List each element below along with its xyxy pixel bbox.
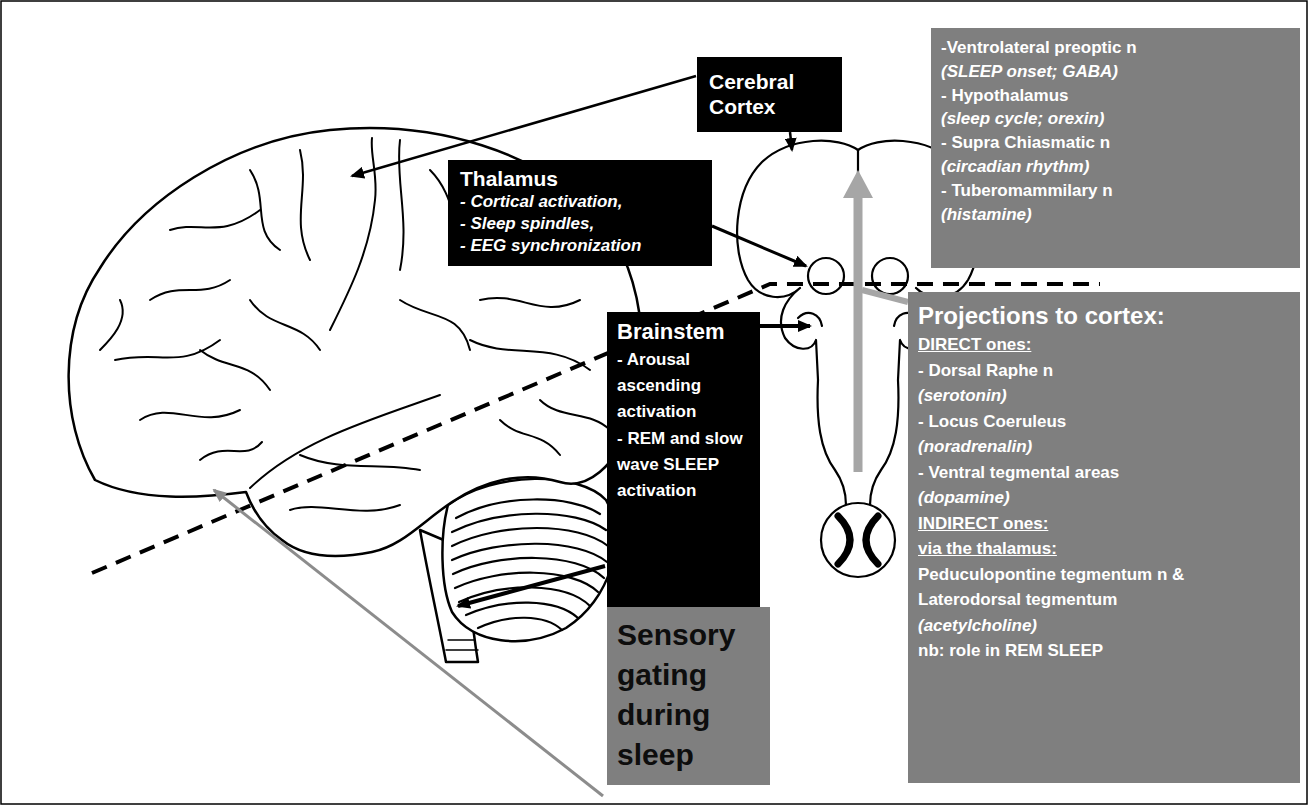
box-text: (dopamine)	[918, 485, 1290, 511]
box-text: (noradrenalin)	[918, 434, 1290, 460]
note-box: Sensory gating during sleep	[607, 607, 770, 785]
box-text: Peduculopontine tegmentum n & Laterodors…	[918, 562, 1290, 613]
box-text: - Locus Coeruleus	[918, 409, 1290, 435]
nuclei-box: -Ventrolateral preoptic n(SLEEP onset; G…	[931, 28, 1300, 268]
box-heading: Brainstem	[617, 318, 752, 347]
leader-arrow	[214, 490, 603, 796]
projection-arrowhead	[843, 170, 873, 198]
region-box: Brainstem- Arousal ascending activation-…	[607, 312, 760, 607]
box-text: via the thalamus:	[918, 536, 1290, 562]
box-text: - Cortical activation,	[460, 191, 700, 213]
thalamus-circle	[808, 258, 844, 294]
box-text: - EEG synchronization	[460, 235, 700, 257]
box-text: - REM and slow wave SLEEP activation	[617, 426, 752, 505]
box-text: -Ventrolateral preoptic n	[941, 36, 1290, 60]
box-text: Cerebral Cortex	[709, 69, 830, 119]
leader-arrow	[458, 566, 605, 606]
box-text: (sleep cycle; orexin)	[941, 107, 1290, 131]
brainstem-lines	[446, 640, 478, 650]
box-text: (circadian rhythm)	[941, 155, 1290, 179]
cerebellum-folia	[452, 499, 608, 630]
box-text: nb: role in REM SLEEP	[918, 638, 1290, 664]
leader-arrow	[712, 226, 806, 266]
box-text: - Dorsal Raphe n	[918, 358, 1290, 384]
spinal-cord	[821, 503, 895, 577]
box-text: (SLEEP onset; GABA)	[941, 60, 1290, 84]
box-text: - Arousal ascending activation	[617, 347, 752, 426]
box-text: Sensory gating during sleep	[617, 615, 762, 775]
projection-box: Projections to cortex:DIRECT ones:- Dors…	[908, 292, 1300, 783]
box-text: - Tuberomammilary n	[941, 179, 1290, 203]
leader-arrow	[790, 132, 792, 150]
box-heading: Thalamus	[460, 166, 700, 191]
projection-arrow	[854, 196, 863, 472]
thalamus-circle	[872, 258, 908, 294]
box-text: - Sleep spindles,	[460, 213, 700, 235]
box-text: DIRECT ones:	[918, 332, 1290, 358]
box-heading: Projections to cortex:	[918, 300, 1290, 332]
cerebellum-drawing	[442, 479, 615, 641]
box-text: (histamine)	[941, 203, 1290, 227]
box-text: - Ventral tegmental areas	[918, 460, 1290, 486]
grey-matter	[838, 516, 878, 564]
box-text: (acetylcholine)	[918, 613, 1290, 639]
leader-line	[862, 290, 908, 302]
box-text: INDIRECT ones:	[918, 511, 1290, 537]
box-text: - Supra Chiasmatic n	[941, 131, 1290, 155]
box-text: (serotonin)	[918, 383, 1290, 409]
label-box: Cerebral Cortex	[697, 57, 842, 132]
region-box: Thalamus- Cortical activation,- Sleep sp…	[448, 160, 712, 266]
box-text: - Hypothalamus	[941, 84, 1290, 108]
leader-arrow	[760, 324, 810, 328]
